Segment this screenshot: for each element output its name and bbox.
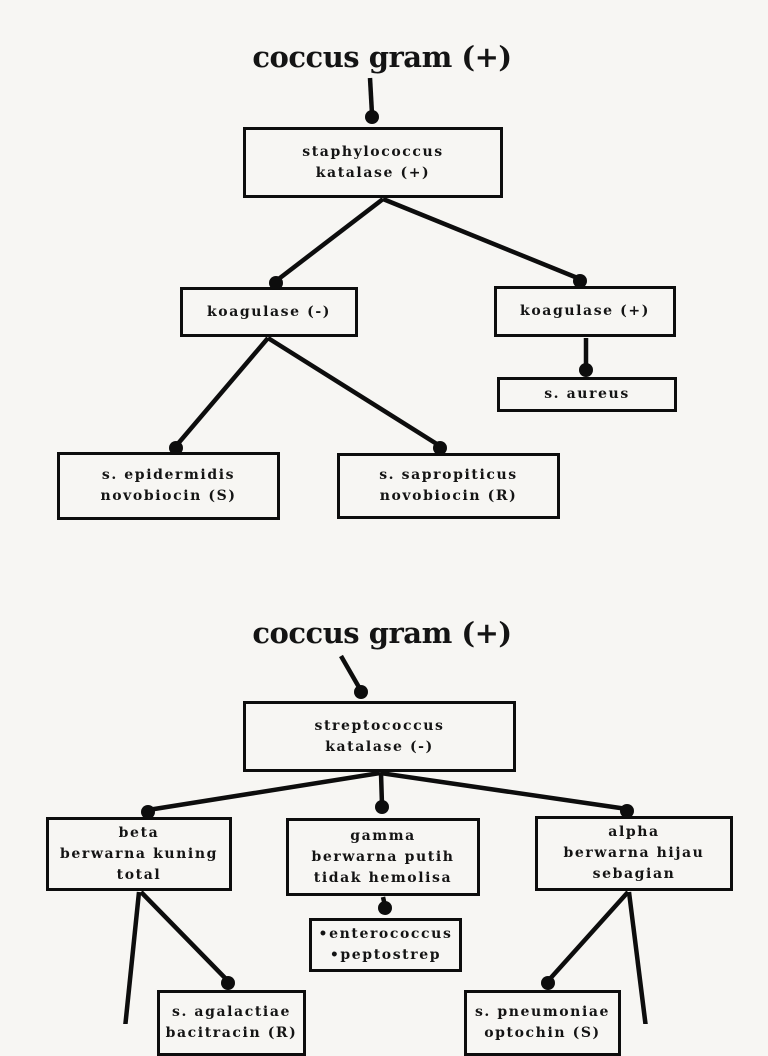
node-staphylococcus-line2: katalase (+) bbox=[315, 164, 431, 181]
node-alpha-line1: alpha bbox=[608, 824, 660, 840]
node-beta-line3: total bbox=[116, 866, 162, 883]
node-staphylococcus-line1: staphylococcus bbox=[302, 143, 444, 160]
node-s-sapropiticus-line2: novobiocin (R) bbox=[379, 488, 518, 504]
node-s-sapropiticus: s. sapropiticus novobiocin (R) bbox=[337, 453, 560, 519]
node-staphylococcus: staphylococcus katalase (+) bbox=[243, 127, 503, 198]
connector-strep-to-alpha bbox=[379, 770, 628, 812]
node-gamma-line1: gamma bbox=[350, 827, 416, 844]
node-koagulase-positive-label: koagulase (+) bbox=[520, 303, 650, 319]
connector-strep-to-beta bbox=[147, 770, 381, 813]
junction-dot bbox=[541, 976, 555, 990]
connector-alpha-down-right bbox=[626, 891, 648, 1024]
junction-dot bbox=[375, 800, 389, 814]
node-s-epidermidis-line1: s. epidermidis bbox=[101, 467, 236, 483]
junction-dot bbox=[221, 976, 235, 990]
connector-koagneg-to-sapropiticus bbox=[266, 336, 442, 448]
node-alpha-hemolysis: alpha berwarna hijau sebagian bbox=[535, 816, 733, 891]
node-s-pneumoniae: s. pneumoniae optochin (S) bbox=[464, 990, 621, 1056]
node-s-agalactiae: s. agalactiae bacitracin (R) bbox=[157, 990, 306, 1056]
connector-alpha-to-pneumoniae bbox=[546, 890, 630, 983]
node-beta-line1: beta bbox=[118, 824, 160, 841]
node-s-aureus-label: s. aureus bbox=[544, 386, 630, 402]
node-s-epidermidis-line2: novobiocin (S) bbox=[100, 488, 237, 504]
node-s-epidermidis: s. epidermidis novobiocin (S) bbox=[57, 452, 280, 520]
diagram-canvas: coccus gram (+) staphylococcus katalase … bbox=[46, 40, 733, 1056]
node-streptococcus-line2: katalase (-) bbox=[325, 738, 434, 755]
node-koagulase-positive: koagulase (+) bbox=[494, 286, 676, 337]
junction-dot bbox=[579, 363, 593, 377]
node-beta-line2: berwarna kuning bbox=[59, 845, 219, 862]
connector-beta-down-left bbox=[123, 891, 142, 1024]
connector-beta-to-agalactiae bbox=[139, 890, 230, 983]
node-enterococcus-peptostrep: •enterococcus •peptostrep bbox=[309, 918, 462, 972]
node-alpha-line3: sebagian bbox=[592, 866, 676, 882]
node-gamma-line2: berwarna putih bbox=[311, 848, 455, 865]
node-koagulase-negative: koagulase (-) bbox=[180, 287, 358, 337]
strep-tree-title: coccus gram (+) bbox=[252, 616, 512, 650]
node-s-pneumoniae-line1: s. pneumoniae bbox=[474, 1004, 611, 1020]
node-s-sapropiticus-line1: s. sapropiticus bbox=[379, 467, 518, 483]
node-gamma-hemolysis: gamma berwarna putih tidak hemolisa bbox=[286, 818, 480, 896]
connector-staph-to-koagulase-neg bbox=[274, 197, 385, 283]
node-streptococcus: streptococcus katalase (-) bbox=[243, 701, 516, 772]
connector-staph-to-koagulase-pos bbox=[382, 196, 581, 282]
node-streptococcus-line1: streptococcus bbox=[314, 717, 445, 734]
connector-title-to-streptococcus bbox=[339, 654, 362, 691]
connector-gamma-to-enterococcus bbox=[380, 896, 388, 907]
junction-dot bbox=[365, 110, 379, 124]
node-s-aureus: s. aureus bbox=[497, 377, 677, 412]
node-beta-hemolysis: beta berwarna kuning total bbox=[46, 817, 232, 891]
node-gamma-line3: tidak hemolisa bbox=[313, 869, 453, 886]
node-enterococcus-line1: •enterococcus bbox=[318, 926, 453, 942]
junction-dot bbox=[378, 901, 392, 915]
junction-dot bbox=[354, 685, 368, 699]
connector-strep-to-gamma bbox=[378, 772, 385, 806]
node-s-agalactiae-line1: s. agalactiae bbox=[171, 1004, 292, 1020]
node-enterococcus-line2: •peptostrep bbox=[329, 947, 442, 963]
connector-title-to-staphylococcus bbox=[367, 77, 375, 115]
node-s-pneumoniae-line2: optochin (S) bbox=[484, 1025, 601, 1041]
node-alpha-line2: berwarna hijau bbox=[563, 845, 705, 861]
node-koagulase-negative-label: koagulase (-) bbox=[207, 303, 331, 320]
node-s-agalactiae-line2: bacitracin (R) bbox=[165, 1025, 298, 1041]
connector-koagneg-to-epidermidis bbox=[174, 336, 270, 448]
staph-tree-title: coccus gram (+) bbox=[252, 40, 512, 74]
